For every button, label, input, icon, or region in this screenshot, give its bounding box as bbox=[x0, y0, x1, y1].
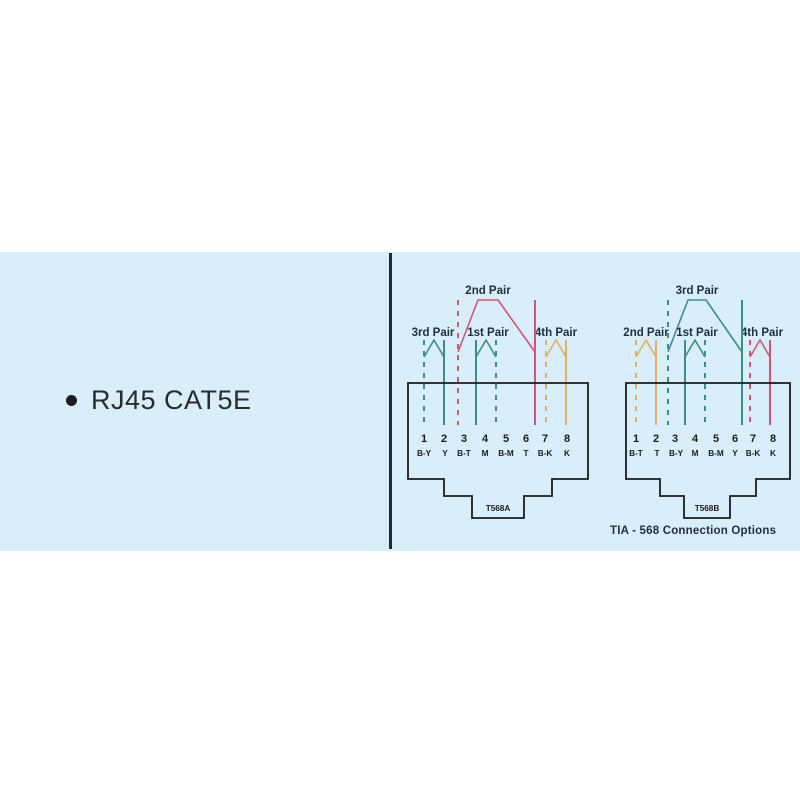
t568b-bracket-2nd-pair: 2nd Pair bbox=[623, 327, 669, 358]
t568b-pin-code-1: B-T bbox=[629, 449, 643, 458]
t568b-pin-code-6: Y bbox=[732, 449, 738, 458]
bullet-dot-icon bbox=[66, 395, 77, 406]
t568a-pin-numbers: 1 2 3 4 5 6 7 8 bbox=[421, 433, 570, 445]
t568b-pin-numbers: 1 2 3 4 5 6 7 8 bbox=[633, 433, 776, 445]
t568a-pin-code-3: B-T bbox=[457, 449, 471, 458]
t568b-pin-code-3: B-Y bbox=[669, 449, 684, 458]
t568a-pin-codes: B-Y Y B-T M B-M T B-K K bbox=[417, 449, 570, 458]
t568a-pin-number-1: 1 bbox=[421, 433, 427, 445]
t568b-standard-label: T568B bbox=[695, 504, 720, 513]
slide-content-panel bbox=[0, 252, 800, 551]
t568a-pin-code-4: M bbox=[482, 449, 489, 458]
t568a-pin-number-3: 3 bbox=[461, 433, 467, 445]
t568b-pair-label-4th: 4th Pair bbox=[741, 327, 784, 339]
t568a-bracket-3rd-pair: 3rd Pair bbox=[412, 327, 455, 358]
t568b-pin-code-4: M bbox=[692, 449, 699, 458]
t568b-pin-codes: B-T T B-Y M B-M Y B-K K bbox=[629, 449, 776, 458]
t568a-pin-number-6: 6 bbox=[523, 433, 529, 445]
t568b-pin-number-3: 3 bbox=[672, 433, 678, 445]
t568b-pair-label-3rd: 3rd Pair bbox=[676, 285, 719, 297]
t568b-pin-code-7: B-K bbox=[746, 449, 761, 458]
t568b-connector-outline bbox=[625, 382, 791, 519]
t568a-standard-label: T568A bbox=[486, 504, 511, 513]
t568a-wires bbox=[423, 300, 567, 425]
bullet-item-label: RJ45 CAT5E bbox=[91, 385, 252, 415]
t568a-pin-number-8: 8 bbox=[564, 433, 570, 445]
t568a-bracket-2nd-pair: 2nd Pair bbox=[457, 285, 536, 353]
diagram-caption: TIA - 568 Connection Options bbox=[610, 525, 777, 537]
panel-divider bbox=[389, 253, 392, 549]
t568a-pair-label-2nd: 2nd Pair bbox=[465, 285, 511, 297]
t568a-pin-code-6: T bbox=[523, 449, 528, 458]
t568b-pin-number-8: 8 bbox=[770, 433, 776, 445]
t568a-pair-label-3rd: 3rd Pair bbox=[412, 327, 455, 339]
t568b-pin-number-4: 4 bbox=[692, 433, 699, 445]
t568b-pair-label-2nd: 2nd Pair bbox=[623, 327, 669, 339]
t568b-diagram: 3rd Pair 2nd Pair 1st Pair 4th Pair bbox=[620, 252, 798, 551]
t568a-pin-number-4: 4 bbox=[482, 433, 489, 445]
t568b-pin-code-8: K bbox=[770, 449, 776, 458]
t568a-diagram: 2nd Pair 3rd Pair 1st Pair 4th Pair bbox=[400, 252, 596, 551]
t568b-bracket-1st-pair: 1st Pair bbox=[676, 327, 718, 358]
left-text-panel: RJ45 CAT5E bbox=[0, 252, 389, 551]
t568a-svg: 2nd Pair 3rd Pair 1st Pair 4th Pair bbox=[407, 285, 589, 519]
t568b-pin-number-6: 6 bbox=[732, 433, 738, 445]
t568a-pin-code-2: Y bbox=[442, 449, 448, 458]
t568b-pin-code-2: T bbox=[654, 449, 659, 458]
t568a-pin-number-2: 2 bbox=[441, 433, 447, 445]
t568a-pair-label-1st: 1st Pair bbox=[467, 327, 509, 339]
t568b-pin-code-5: B-M bbox=[708, 449, 724, 458]
t568a-pin-code-8: K bbox=[564, 449, 570, 458]
right-diagram-panel: 2nd Pair 3rd Pair 1st Pair 4th Pair bbox=[392, 252, 800, 551]
t568a-bracket-1st-pair: 1st Pair bbox=[467, 327, 509, 358]
t568b-bracket-4th-pair: 4th Pair bbox=[741, 327, 784, 358]
t568b-pin-number-2: 2 bbox=[653, 433, 659, 445]
t568a-pin-number-5: 5 bbox=[503, 433, 509, 445]
t568a-pin-code-7: B-K bbox=[538, 449, 553, 458]
t568a-pin-code-1: B-Y bbox=[417, 449, 432, 458]
t568a-bracket-4th-pair: 4th Pair bbox=[535, 327, 578, 358]
t568b-pin-number-5: 5 bbox=[713, 433, 719, 445]
t568b-svg: 3rd Pair 2nd Pair 1st Pair 4th Pair bbox=[623, 285, 791, 519]
t568b-pin-number-7: 7 bbox=[750, 433, 756, 445]
t568a-connector-outline bbox=[407, 382, 589, 519]
t568a-pin-code-5: B-M bbox=[498, 449, 514, 458]
t568b-bracket-3rd-pair: 3rd Pair bbox=[667, 285, 743, 353]
t568a-pair-label-4th: 4th Pair bbox=[535, 327, 578, 339]
t568b-pair-label-1st: 1st Pair bbox=[676, 327, 718, 339]
t568a-pin-number-7: 7 bbox=[542, 433, 548, 445]
t568b-wires bbox=[635, 300, 771, 425]
bullet-list-item: RJ45 CAT5E bbox=[66, 385, 252, 416]
t568b-pin-number-1: 1 bbox=[633, 433, 639, 445]
